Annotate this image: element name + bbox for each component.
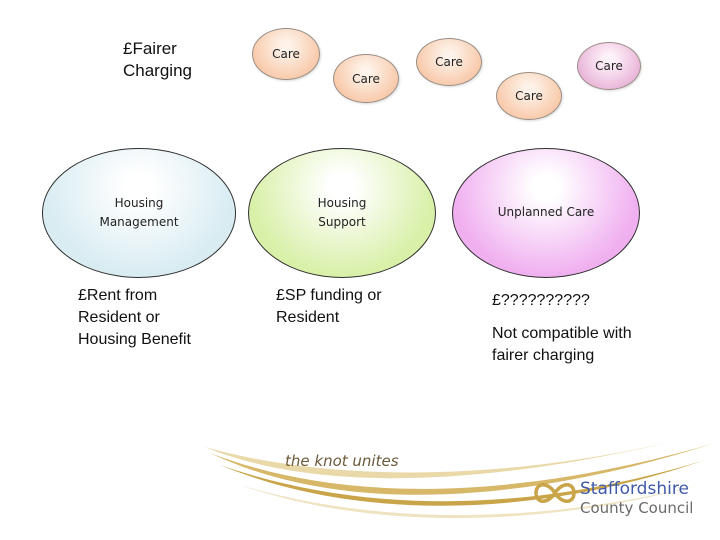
tagline: the knot unites (285, 452, 399, 470)
page-title: £Fairer Charging (123, 39, 192, 80)
housing-management-oval: Housing Management (42, 148, 236, 278)
care-bubble-2: Care (333, 54, 399, 103)
footer-swoosh (205, 435, 715, 519)
care-bubble-4: Care (577, 42, 641, 90)
housing-management-funding: £Rent from Resident or Housing Benefit (78, 287, 191, 348)
housing-support-oval: Housing Support (248, 148, 436, 278)
care-bubble-3: Care (416, 38, 482, 86)
logo-line-1: Staffordshire (580, 479, 689, 499)
unplanned-care-oval: Unplanned Care (452, 148, 640, 278)
care-bubble-1: Care (252, 28, 320, 80)
care-bubble-5: Care (496, 72, 562, 120)
unplanned-care-note: Not compatible with fairer charging (492, 325, 632, 364)
unplanned-care-funding: £?????????? (492, 292, 590, 309)
housing-support-funding: £SP funding or Resident (276, 287, 382, 326)
knot-logo-icon (534, 483, 576, 503)
logo-line-2: County Council (580, 499, 694, 517)
